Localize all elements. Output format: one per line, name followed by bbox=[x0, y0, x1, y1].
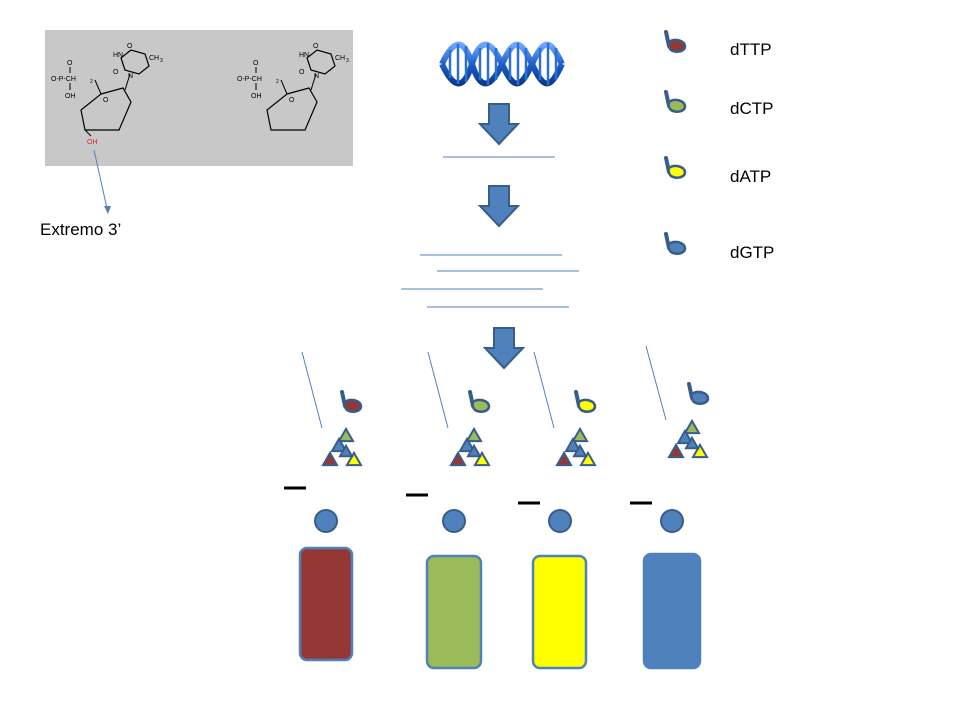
lane-tubes bbox=[298, 546, 702, 670]
lane-icon-1 bbox=[340, 390, 363, 413]
triangle-cluster-1 bbox=[321, 426, 363, 467]
ring-oxygen: O bbox=[103, 97, 109, 104]
lane-tube-2 bbox=[425, 554, 483, 670]
triangle-blue-small bbox=[684, 435, 700, 450]
base-o-left: O bbox=[113, 69, 119, 76]
base-o-top: O bbox=[313, 43, 319, 50]
extremo-pointer-head bbox=[104, 206, 111, 214]
triangle-green bbox=[571, 426, 589, 443]
extremo-3-label: Extremo 3’ bbox=[40, 220, 122, 239]
triangle-red bbox=[449, 450, 467, 467]
triangle-blue bbox=[676, 428, 694, 445]
structure-deoxynucleotide: O O-P-CH 2 OH O OH O HN O N CH 3 bbox=[51, 43, 163, 146]
legend-icon-datp bbox=[664, 156, 687, 179]
triangle-yellow bbox=[691, 442, 709, 459]
lane-lines bbox=[301, 345, 667, 429]
base-n: N bbox=[128, 73, 133, 80]
legend-icon-dctp bbox=[664, 90, 687, 113]
lane-nucleotide-icons bbox=[340, 382, 710, 413]
base-o-left: O bbox=[299, 69, 305, 76]
down-arrow-1 bbox=[477, 103, 521, 146]
triangle-green bbox=[683, 418, 701, 435]
base-nh: HN bbox=[299, 52, 309, 59]
triangle-red bbox=[555, 450, 573, 467]
well-3 bbox=[548, 509, 572, 533]
extremo-pointer-line bbox=[93, 149, 109, 214]
phosphate-group: O-P-CH bbox=[237, 76, 262, 83]
methyl-group: CH bbox=[335, 55, 345, 62]
triangle-yellow bbox=[579, 450, 597, 467]
lane-icon-4 bbox=[687, 382, 710, 405]
svg-text:3: 3 bbox=[160, 58, 163, 64]
svg-text:2: 2 bbox=[90, 79, 93, 85]
phosphate-o-top: O bbox=[67, 60, 73, 67]
triangle-blue-small bbox=[466, 443, 482, 458]
svg-text:3: 3 bbox=[346, 58, 349, 64]
lane-dashes bbox=[284, 486, 652, 505]
lane-icon-3 bbox=[574, 390, 597, 413]
lane-wells bbox=[314, 509, 684, 533]
triangle-cluster-4 bbox=[667, 418, 709, 459]
legend-label-dctp: dCTP bbox=[730, 99, 774, 118]
lane-tube-4 bbox=[642, 552, 702, 670]
phosphate-oh: OH bbox=[251, 93, 262, 100]
legend-label-datp: dATP bbox=[730, 167, 772, 186]
legend-label-dttp: dTTP bbox=[730, 40, 772, 59]
dna-helix-icon bbox=[439, 41, 565, 87]
triangle-blue bbox=[458, 436, 476, 453]
base-n: N bbox=[314, 73, 319, 80]
lane-icon-2 bbox=[468, 390, 491, 413]
legend-icon-dgtp bbox=[664, 232, 687, 255]
lane-tube-3 bbox=[531, 554, 588, 670]
triangle-yellow bbox=[473, 450, 491, 467]
triangle-red bbox=[321, 450, 339, 467]
nucleotide-structures: O O-P-CH 2 OH O OH O HN O N CH 3 O bbox=[51, 43, 349, 146]
svg-text:2: 2 bbox=[276, 79, 279, 85]
triangle-cluster-3 bbox=[555, 426, 597, 467]
triangle-yellow bbox=[345, 450, 363, 467]
well-4 bbox=[660, 509, 684, 533]
legend-icon-dttp bbox=[664, 30, 687, 53]
lane-triangle-clusters bbox=[321, 418, 709, 467]
triangle-blue bbox=[564, 436, 582, 453]
chemical-structures-panel: O O-P-CH 2 OH O OH O HN O N CH 3 O bbox=[45, 30, 353, 166]
methyl-group: CH bbox=[149, 55, 159, 62]
triangle-blue-small bbox=[572, 443, 588, 458]
down-arrow-3 bbox=[482, 327, 526, 370]
triangle-cluster-2 bbox=[449, 426, 491, 467]
base-o-top: O bbox=[127, 43, 133, 50]
hydroxyl-3-prime: OH bbox=[87, 139, 98, 146]
down-arrow-2 bbox=[477, 185, 521, 228]
phosphate-oh: OH bbox=[65, 93, 76, 100]
legend-label-dgtp: dGTP bbox=[730, 243, 775, 262]
triangle-blue bbox=[330, 436, 348, 453]
lane-tube-1 bbox=[298, 546, 354, 662]
ring-oxygen: O bbox=[289, 97, 295, 104]
phosphate-o-top: O bbox=[253, 60, 259, 67]
structure-dideoxynucleotide: O O-P-CH 2 OH O O HN O N CH 3 bbox=[237, 43, 349, 131]
triangle-green bbox=[465, 426, 483, 443]
well-1 bbox=[314, 509, 338, 533]
phosphate-group: O-P-CH bbox=[51, 76, 76, 83]
triangle-blue-small bbox=[338, 443, 354, 458]
legend-nucleotide-icons bbox=[664, 30, 687, 255]
triangle-red bbox=[667, 442, 685, 459]
fragment-lines bbox=[401, 254, 579, 308]
triangle-green bbox=[337, 426, 355, 443]
base-nh: HN bbox=[113, 52, 123, 59]
well-2 bbox=[442, 509, 466, 533]
